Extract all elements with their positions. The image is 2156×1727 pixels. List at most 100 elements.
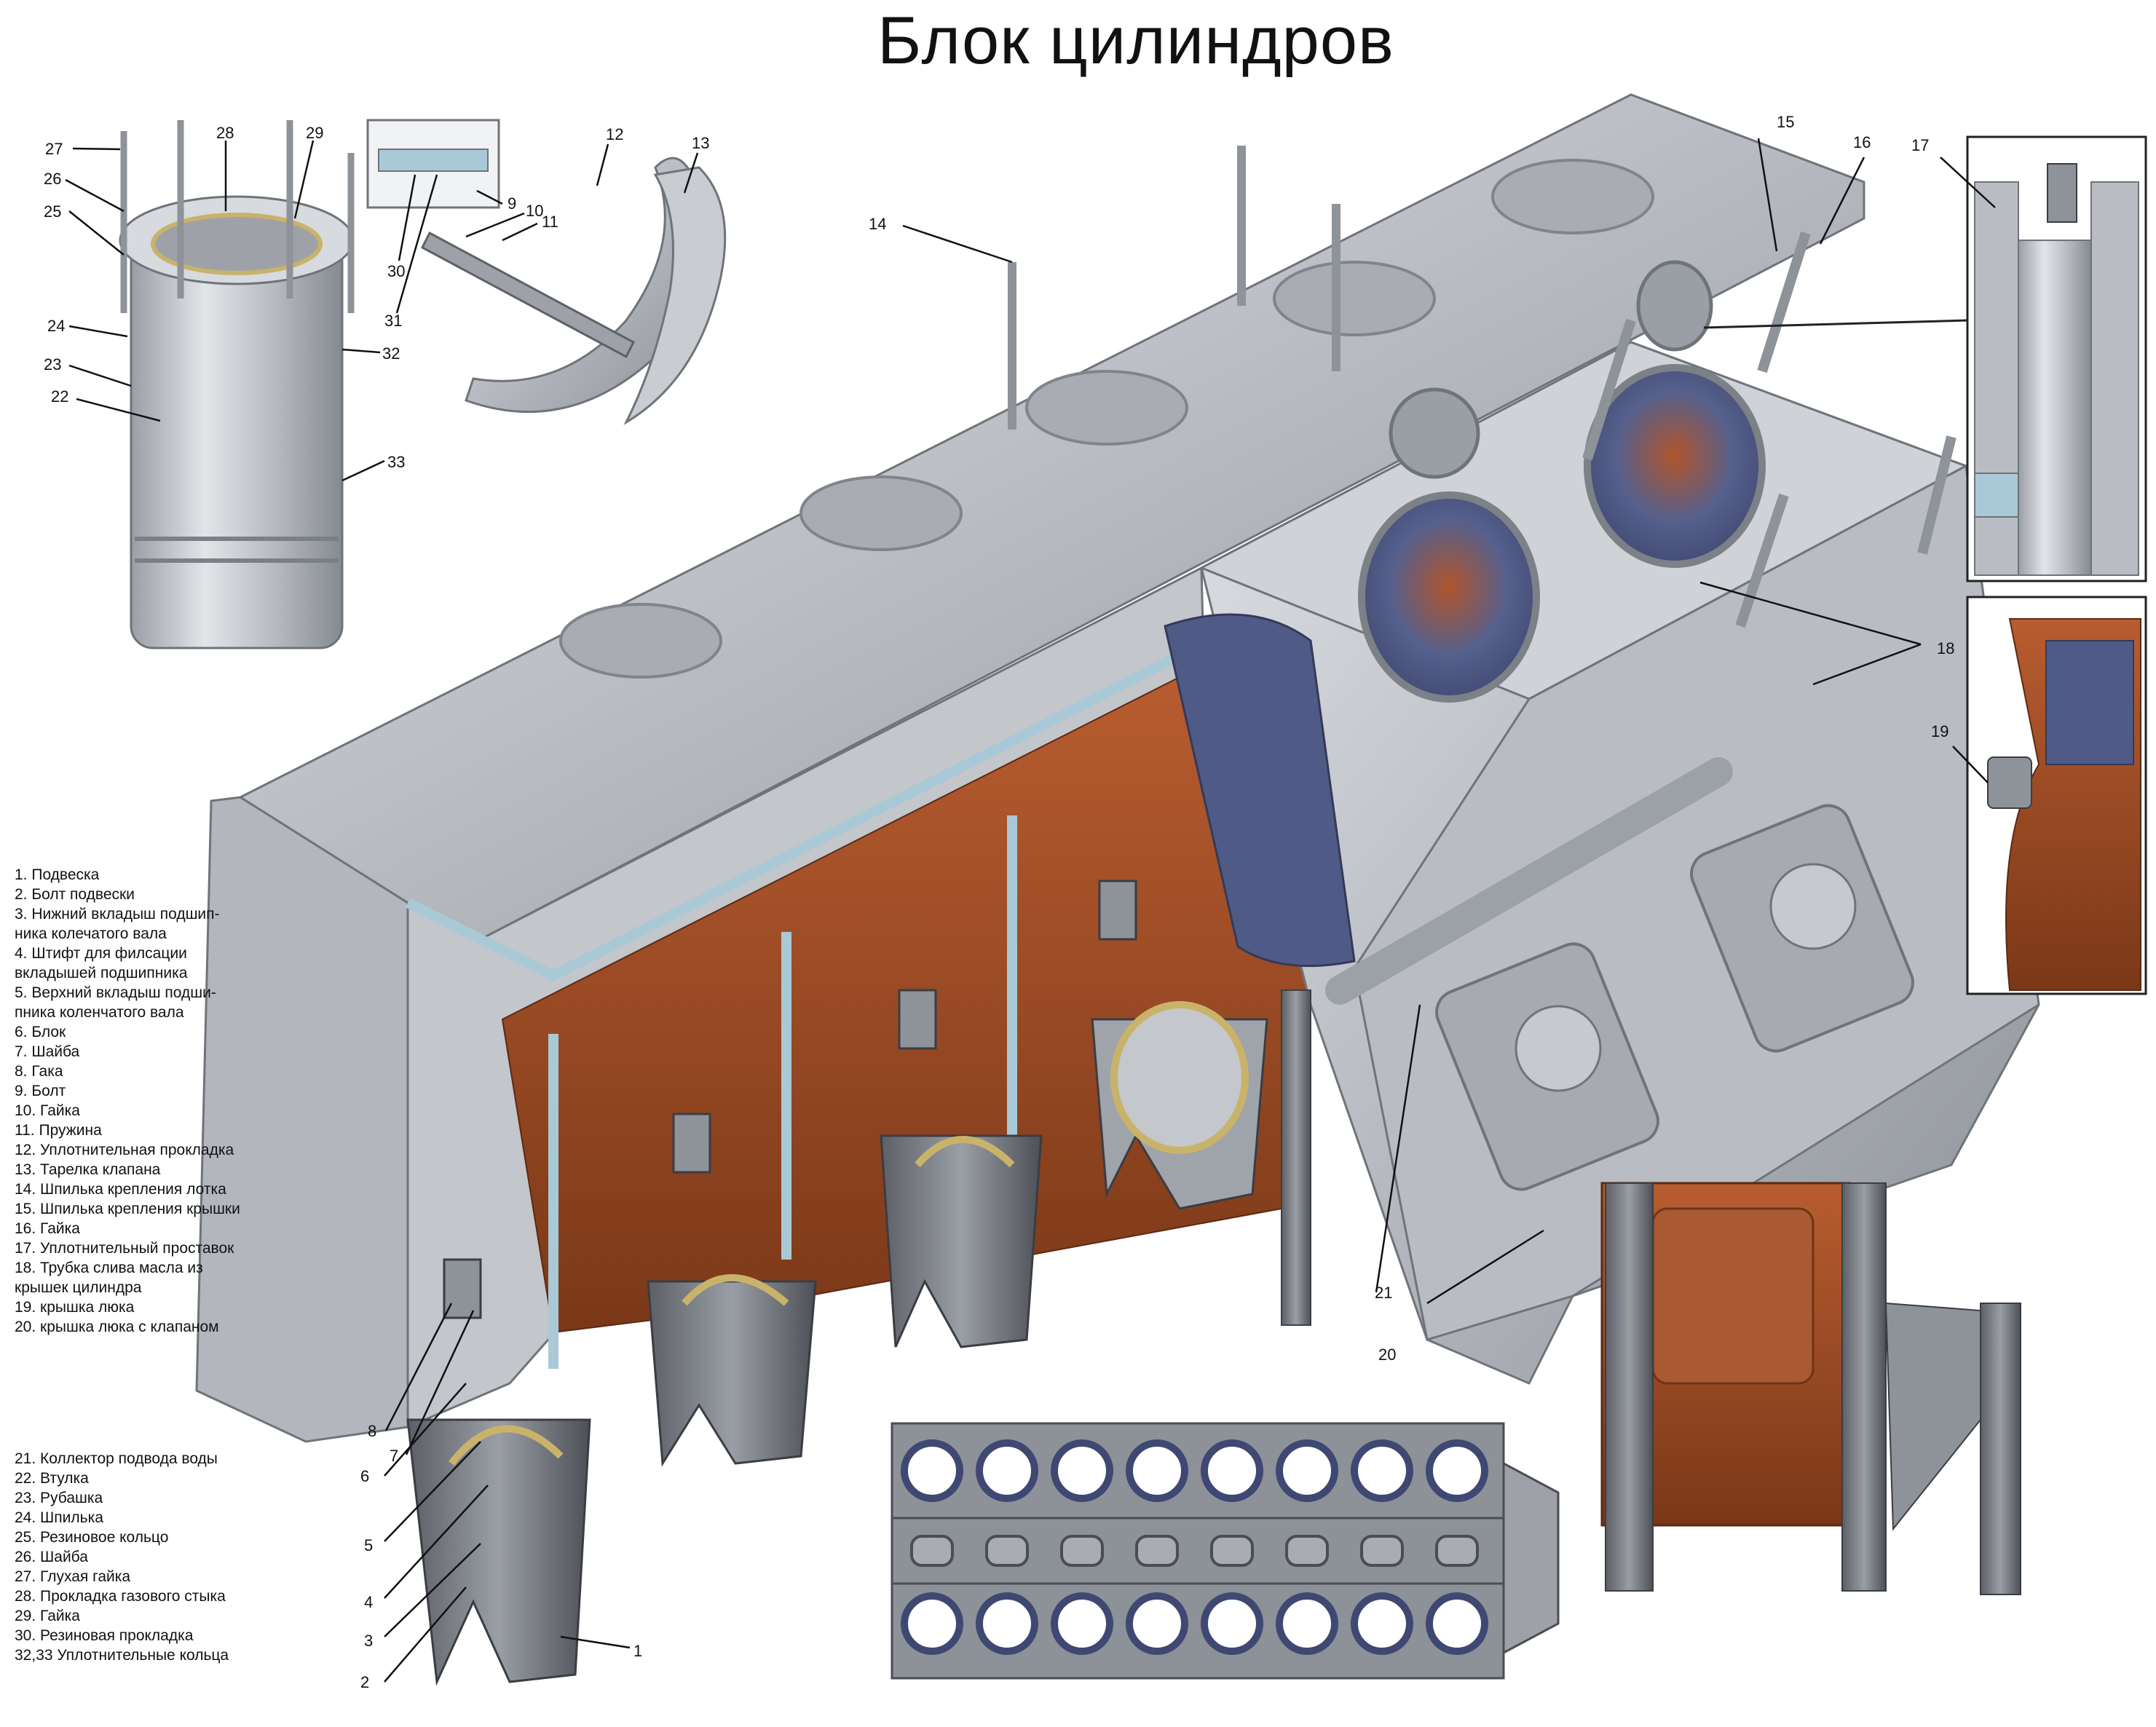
inset-17 (1966, 135, 2147, 582)
legend-item: 11. Пружина (15, 1122, 102, 1139)
leader-22 (76, 398, 161, 422)
bearing-bore (1110, 1001, 1249, 1154)
stud (1582, 318, 1636, 461)
plan-cylinder-bore (1126, 1592, 1188, 1655)
leader-29 (293, 140, 315, 219)
callout-17: 17 (1911, 136, 1929, 154)
block-top-plan (891, 1422, 1560, 1680)
legend-item: 30. Резиновая прокладка (15, 1627, 194, 1644)
plan-cylinder-bore (1051, 1592, 1113, 1655)
callout-26: 26 (44, 170, 61, 188)
plan-cylinder-bore (901, 1592, 963, 1655)
callout-30: 30 (387, 262, 405, 280)
valve-gasket (378, 149, 489, 172)
leader-10 (465, 212, 525, 238)
leader-2 (384, 1586, 467, 1683)
port-opening (1389, 387, 1480, 479)
callout-7: 7 (390, 1447, 398, 1465)
legend-item: 22. Втулка (15, 1470, 89, 1487)
legend-item: 1. Подвеска (15, 866, 100, 883)
leader-15 (1757, 138, 1778, 252)
stud (1735, 493, 1789, 628)
legend-item: 14. Шпилька крепления лотка (15, 1181, 226, 1198)
legend-item: 17. Уплотнительный проставок (15, 1240, 234, 1257)
callout-4: 4 (364, 1593, 373, 1611)
callout-14: 14 (869, 215, 886, 233)
plan-passage (1285, 1535, 1329, 1567)
legend-item: 9. Болт (15, 1083, 66, 1099)
leader-19 (1952, 746, 1989, 783)
legend-item: 29. Гайка (15, 1608, 80, 1624)
callout-32: 32 (382, 344, 400, 363)
inset-19-navy (2045, 640, 2134, 765)
legend-item: 26. Шайба (15, 1549, 88, 1565)
callout-24: 24 (47, 317, 65, 335)
callout-22: 22 (51, 387, 68, 406)
callout-2: 2 (360, 1673, 369, 1691)
inset-hatch-section (1600, 1182, 2021, 1595)
leader-31 (395, 174, 438, 314)
bearing-shell (915, 1136, 1015, 1168)
plan-cylinder-bore (1351, 1592, 1413, 1655)
leader-4 (384, 1485, 489, 1599)
plan-passage (985, 1535, 1029, 1567)
leader-3 (384, 1543, 481, 1637)
callout-19: 19 (1931, 722, 1948, 740)
page-title: Блок цилиндров (877, 4, 1394, 78)
cylinder-bore-1 (1358, 491, 1540, 703)
callout-1: 1 (633, 1642, 642, 1660)
callout-9: 9 (508, 194, 516, 213)
main-block (195, 93, 2040, 1443)
plan-passage (1210, 1535, 1254, 1567)
inset-17-leader (1703, 319, 1968, 329)
leader-32 (341, 348, 381, 354)
plan-cylinder-bore (976, 1439, 1038, 1502)
cap-nut (898, 989, 937, 1050)
plan-cylinder-bore (1276, 1439, 1338, 1502)
legend-item: 13. Тарелка клапана (15, 1161, 161, 1178)
callout-20: 20 (1378, 1345, 1396, 1364)
cut-cylinder-front (1164, 613, 1356, 968)
callout-16: 16 (1853, 133, 1871, 151)
legend-item: 16. Гайка (15, 1220, 80, 1237)
legend-item: 18. Трубка слива масла из (15, 1260, 203, 1276)
leader-21 (1375, 1004, 1421, 1293)
leader-33 (341, 459, 385, 482)
inset-17-gasket (1974, 473, 2019, 518)
bearing-shell (682, 1274, 789, 1306)
liner-inset (119, 120, 355, 649)
hatch-section-column (1605, 1182, 1654, 1592)
legend-item: 15. Шпилька крепления крышки (15, 1201, 240, 1217)
inset-17-body (2018, 240, 2092, 576)
legend-item: вкладышей подшипника (15, 965, 188, 981)
water-collector-pipe (1325, 757, 1733, 1005)
port-opening (1636, 260, 1713, 352)
plan-cylinder-bore (901, 1439, 963, 1502)
plan-cylinder-bore (1276, 1592, 1338, 1655)
callout-12: 12 (606, 125, 623, 143)
coolant-section-line (405, 643, 1197, 981)
callout-29: 29 (306, 124, 323, 142)
deck-recess (799, 475, 963, 551)
plan-cylinder-bore (1051, 1439, 1113, 1502)
legend-item: пника коленчатого вала (15, 1004, 184, 1021)
callout-33: 33 (387, 453, 405, 471)
leader-1 (560, 1635, 631, 1649)
leader-lines (65, 138, 1996, 1683)
plan-passage (1135, 1535, 1179, 1567)
inset-19 (1966, 596, 2147, 995)
valve-plate (465, 157, 706, 414)
callout-27: 27 (45, 140, 63, 158)
callout-31: 31 (384, 312, 402, 330)
liner-body (130, 239, 344, 649)
legend-item: 32,33 Уплотнительные кольца (15, 1647, 229, 1664)
bearing-cap (406, 1418, 591, 1686)
callout-5: 5 (364, 1536, 373, 1554)
bearing-cap (647, 1280, 817, 1467)
legend-item: 28. Прокладка газового стыка (15, 1588, 226, 1605)
legend-item: 2. Болт подвески (15, 886, 135, 903)
legend-item: 20. крышка люка с клапаном (15, 1319, 219, 1335)
inset-19-hatch (1987, 756, 2032, 809)
legend-item: 6. Блок (15, 1024, 66, 1040)
